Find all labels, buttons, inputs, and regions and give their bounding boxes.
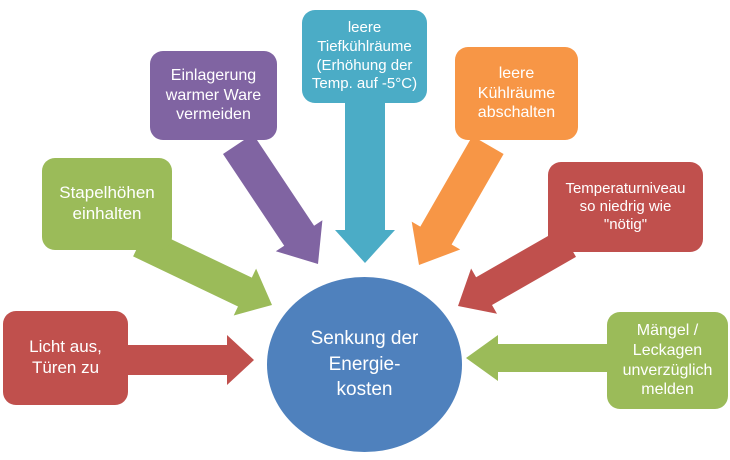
arrow-from-temperaturniveau: [458, 229, 576, 314]
node-maengel: Mängel / Leckagen unverzüglich melden: [607, 312, 728, 409]
node-temperaturniveau-label: Temperaturniveau so niedrig wie "nötig": [565, 179, 686, 234]
center-node-label: Senkung der Energie- kosten: [310, 328, 419, 401]
node-licht-aus: Licht aus, Türen zu: [3, 311, 128, 405]
arrow-from-kuehlraeume: [411, 136, 504, 265]
node-einlagerung: Einlagerung warmer Ware vermeiden: [150, 51, 277, 140]
arrow-from-maengel: [466, 335, 612, 381]
arrow-from-licht-aus: [120, 335, 254, 385]
center-node-senkung-energiekosten: Senkung der Energie- kosten: [267, 277, 462, 452]
arrow-from-tiefkuehlraeume: [335, 100, 395, 263]
node-maengel-label: Mängel / Leckagen unverzüglich melden: [622, 322, 713, 399]
node-temperaturniveau: Temperaturniveau so niedrig wie "nötig": [548, 162, 703, 252]
node-tiefkuehlraeume: leere Tiefkühlräume (Erhöhung der Temp. …: [302, 10, 427, 103]
node-kuehlraeume-label: leere Kühlräume abschalten: [477, 65, 556, 122]
arrow-from-stapelhoehen: [133, 227, 272, 316]
node-kuehlraeume: leere Kühlräume abschalten: [455, 47, 578, 140]
node-stapelhoehen-label: Stapelhöhen einhalten: [59, 183, 155, 223]
arrow-from-einlagerung: [223, 134, 323, 264]
node-tiefkuehlraeume-label: leere Tiefkühlräume (Erhöhung der Temp. …: [311, 19, 418, 93]
node-stapelhoehen: Stapelhöhen einhalten: [42, 158, 172, 250]
node-licht-aus-label: Licht aus, Türen zu: [29, 337, 102, 377]
node-einlagerung-label: Einlagerung warmer Ware vermeiden: [165, 67, 262, 124]
